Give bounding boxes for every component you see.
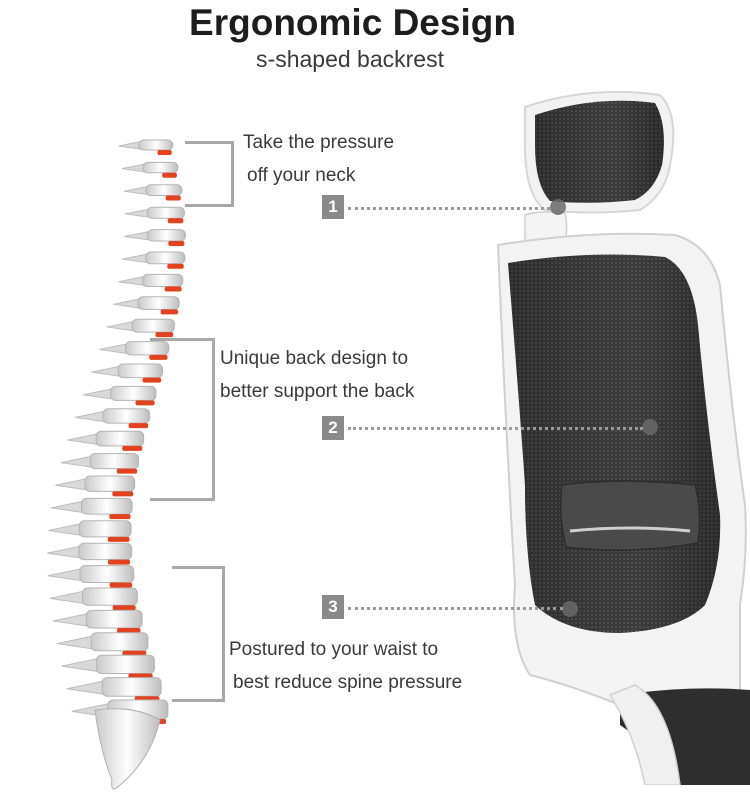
spinal-disc <box>117 627 141 633</box>
callout-2-text: Unique back design to better support the… <box>220 342 414 408</box>
vertebra <box>102 408 151 424</box>
vertebra <box>110 385 157 401</box>
vertebra <box>131 318 175 333</box>
vertebra <box>78 542 133 561</box>
callout-3-line-2: best reduce spine pressure <box>233 672 463 693</box>
callout-2-line-2: better support the back <box>220 381 415 402</box>
spinal-disc <box>112 605 136 611</box>
callout-2-leader <box>348 427 643 430</box>
callout-2-line-1: Unique back design to <box>220 348 409 369</box>
vertebra <box>84 475 136 492</box>
vertebra <box>80 497 133 515</box>
spinal-disc <box>135 400 155 406</box>
callout-3-leader <box>348 607 563 610</box>
vertebra <box>146 229 186 242</box>
vertebra <box>145 251 186 265</box>
spinal-disc <box>167 218 184 224</box>
spinal-disc <box>112 491 134 497</box>
vertebra <box>78 520 132 538</box>
vertebra <box>85 609 143 629</box>
page-title: Ergonomic Design <box>189 2 516 43</box>
back-bracket <box>150 338 215 501</box>
spinal-disc <box>109 514 131 520</box>
waist-bracket <box>172 566 225 702</box>
vertebra <box>96 654 155 674</box>
spinal-disc <box>167 263 184 269</box>
neck-bracket <box>185 141 234 207</box>
sacrum <box>94 708 161 790</box>
vertebra <box>89 453 140 470</box>
page-subtitle: s-shaped backrest <box>256 46 444 72</box>
vertebra <box>124 341 170 356</box>
callout-1-badge: 1 <box>322 195 344 219</box>
vertebra <box>146 206 185 219</box>
spinal-disc <box>109 582 133 588</box>
spinal-disc <box>168 241 185 247</box>
spinal-disc <box>149 354 168 360</box>
spinal-disc <box>157 150 172 155</box>
spine-illustration <box>47 139 186 790</box>
spinal-disc <box>160 309 179 315</box>
callout-1-line-1: Take the pressure <box>243 132 395 153</box>
vertebra <box>79 565 135 583</box>
callout-3-badge: 3 <box>322 595 344 619</box>
vertebra <box>142 273 184 288</box>
spinal-disc <box>155 332 174 338</box>
vertebra <box>142 161 179 174</box>
vertebra <box>138 139 174 151</box>
spinal-disc <box>162 172 177 178</box>
spinal-disc <box>165 195 181 201</box>
vertebra <box>95 430 145 447</box>
callout-1-line-2: off your neck <box>247 165 356 186</box>
callout-1-text: Take the pressure off your neck <box>243 126 394 192</box>
callout-3-text: Postured to your waist to best reduce sp… <box>229 633 462 699</box>
callout-3-line-1: Postured to your waist to <box>229 639 439 660</box>
spinal-disc <box>122 445 143 451</box>
vertebra <box>82 587 138 606</box>
vertebra <box>145 184 183 197</box>
spinal-disc <box>107 559 131 565</box>
vertebra <box>137 296 180 310</box>
spinal-disc <box>116 468 138 474</box>
spinal-disc <box>107 536 130 542</box>
callout-2-badge: 2 <box>322 416 344 440</box>
callout-1-leader <box>348 207 550 210</box>
vertebra <box>90 632 149 652</box>
spinal-disc <box>122 650 147 656</box>
vertebra <box>101 677 162 697</box>
spinal-disc <box>164 286 182 292</box>
spinal-disc <box>128 423 149 429</box>
spinal-disc <box>142 377 162 383</box>
chair-illustration <box>496 90 750 785</box>
vertebra <box>117 363 163 379</box>
